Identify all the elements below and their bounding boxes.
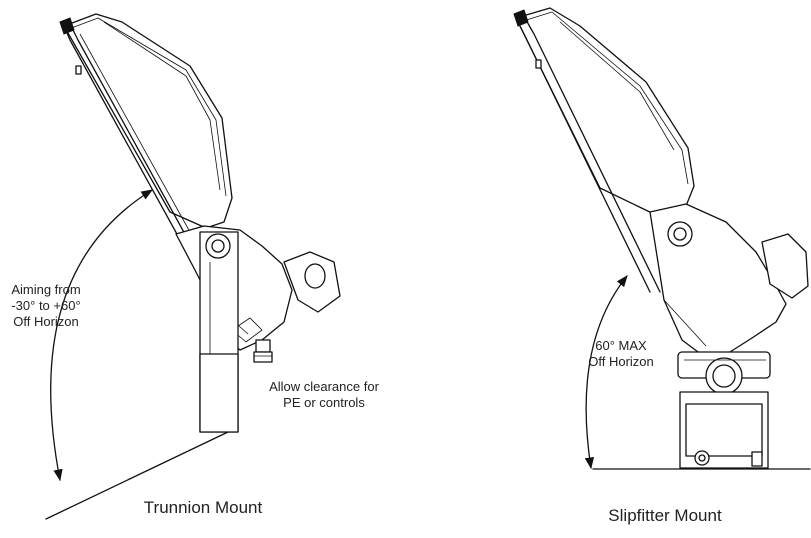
slipfitter-mount-caption-text: Slipfitter Mount — [608, 506, 722, 525]
trunnion-clearance-note-line-1: Allow clearance for — [269, 379, 379, 394]
trunnion-aiming-note-line-2: -30° to +60° — [11, 298, 81, 313]
slipfitter-mount-drawing — [513, 7, 811, 470]
trunnion-aiming-note-line-3: Off Horizon — [13, 314, 79, 329]
slipfitter-angle-note-line-2: Off Horizon — [588, 354, 654, 369]
trunnion-mount-caption: Trunnion Mount — [118, 498, 288, 518]
trunnion-fixture-housing — [59, 13, 233, 237]
trunnion-aiming-note-line-1: Aiming from — [11, 282, 81, 297]
slipfitter-arm-body — [649, 203, 809, 359]
trunnion-clearance-note: Allow clearance for PE or controls — [254, 379, 394, 411]
trunnion-bracket — [199, 231, 239, 433]
slipfitter-knuckle — [677, 351, 771, 469]
slipfitter-fixture-housing — [513, 7, 695, 293]
trunnion-clearance-note-line-2: PE or controls — [283, 395, 365, 410]
trunnion-mount-drawing — [45, 13, 341, 520]
trunnion-aiming-arc — [50, 189, 153, 482]
slipfitter-angle-note-line-1: 60° MAX — [595, 338, 647, 353]
trunnion-mount-caption-text: Trunnion Mount — [143, 498, 263, 517]
trunnion-aiming-note: Aiming from -30° to +60° Off Horizon — [0, 282, 92, 330]
slipfitter-mount-caption: Slipfitter Mount — [580, 506, 750, 526]
slipfitter-angle-arc — [584, 275, 628, 470]
slipfitter-angle-note: 60° MAX Off Horizon — [576, 338, 666, 370]
